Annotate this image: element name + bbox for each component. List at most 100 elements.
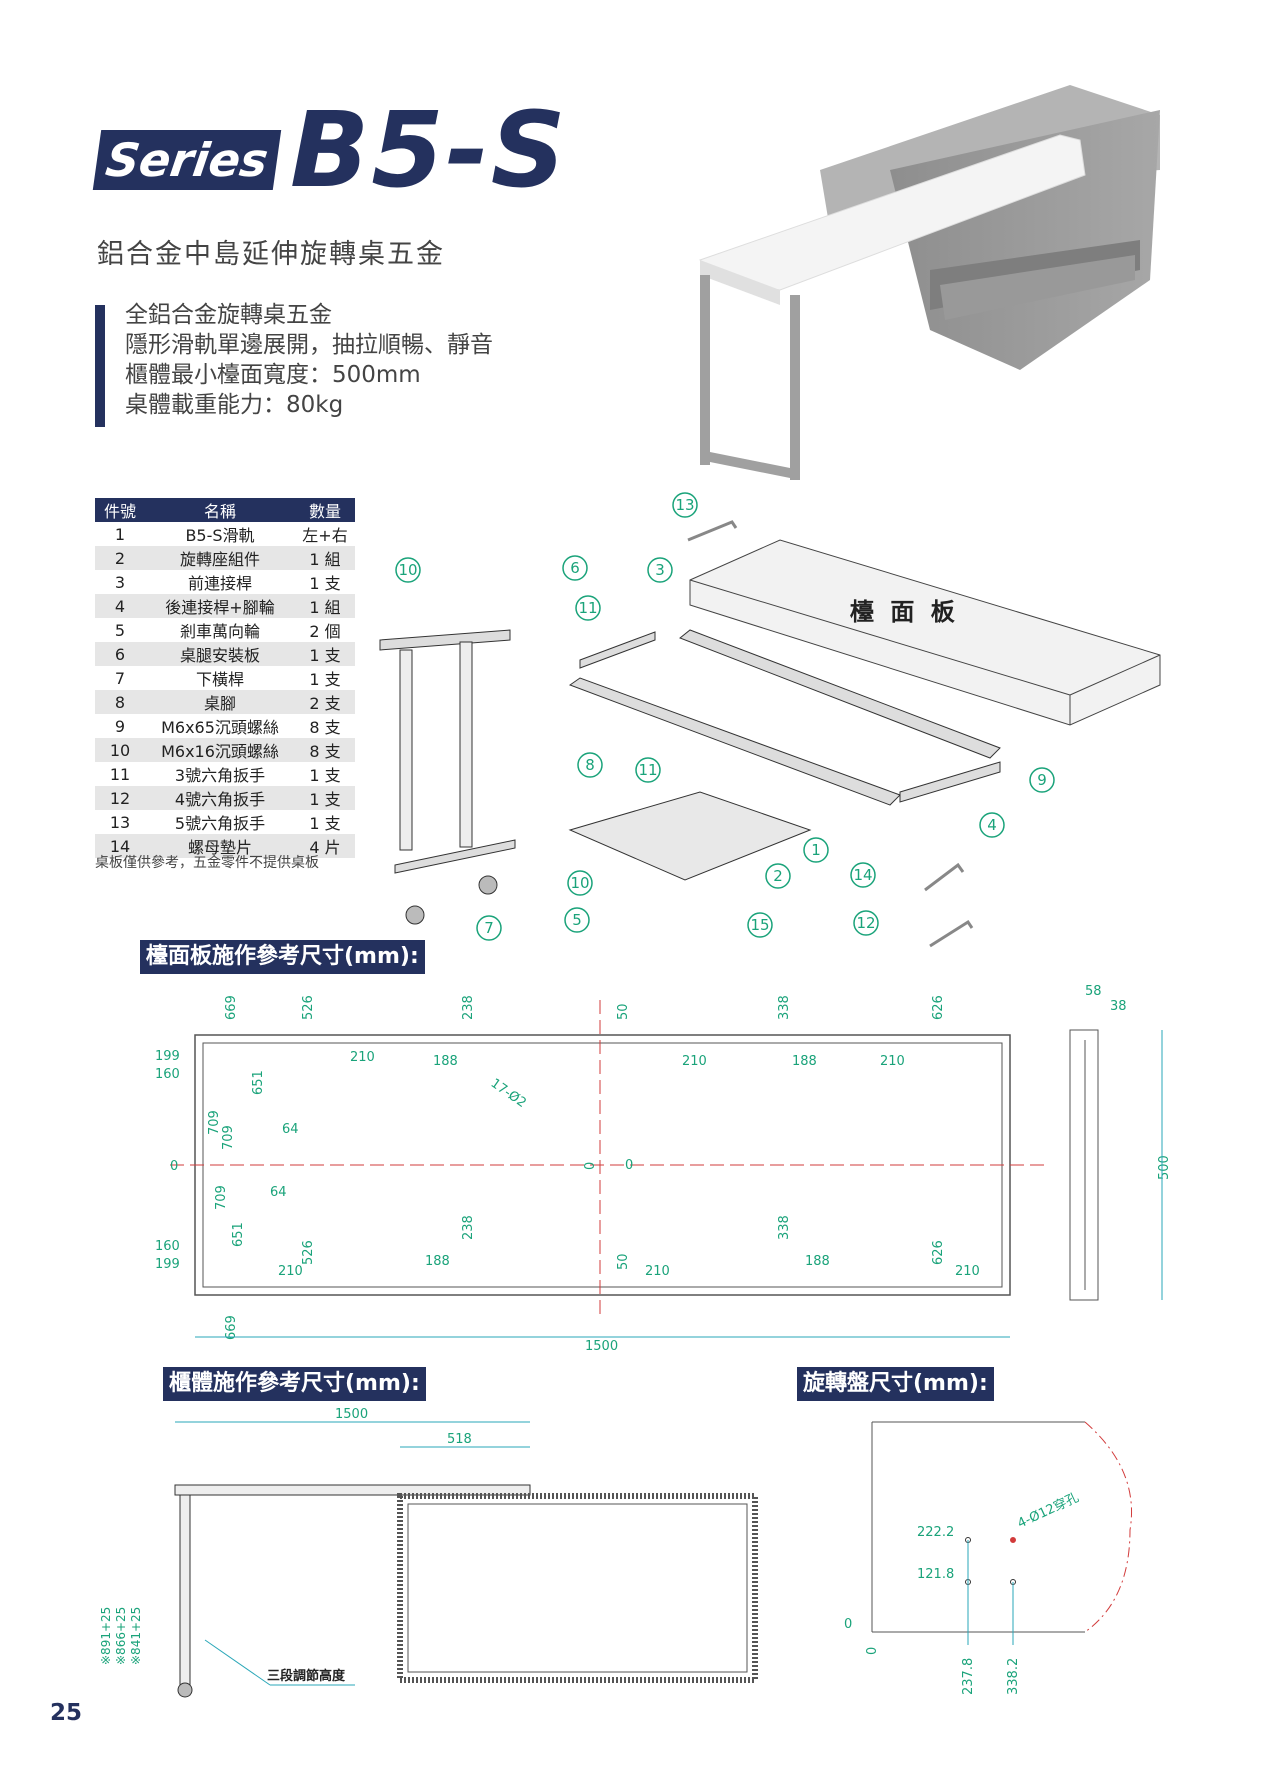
tabletop-label: 檯 面 板 <box>850 598 959 626</box>
dim-label: 669 <box>224 1315 239 1340</box>
dim-label: 0 <box>844 1617 852 1632</box>
dim-label: 1500 <box>335 1407 368 1422</box>
dim-label: 238 <box>461 1215 476 1240</box>
dim-label: 518 <box>447 1432 472 1447</box>
callout-label: 3 <box>655 561 665 579</box>
dim-label: 338.2 <box>1006 1658 1021 1695</box>
dim-label: 651 <box>251 1070 266 1095</box>
dim-label: 199 <box>155 1049 180 1064</box>
height-label: ※841+25 <box>129 1607 143 1665</box>
adjust-note: 三段調節高度 <box>267 1668 346 1684</box>
dim-label: 188 <box>805 1254 830 1269</box>
callout-label: 9 <box>1037 771 1047 789</box>
callout-label: 8 <box>585 756 595 774</box>
model-title: B5-S <box>290 89 568 211</box>
dim-label: 626 <box>931 995 946 1020</box>
dim-label: 222.2 <box>917 1525 954 1540</box>
product-photo <box>699 85 1160 480</box>
series-label: Series <box>92 130 282 190</box>
callout-label: 11 <box>638 761 657 779</box>
dim-label: 669 <box>224 995 239 1020</box>
callout-label: 10 <box>398 561 417 579</box>
dim-label: 500 <box>1157 1155 1172 1180</box>
page-number: 25 <box>50 1700 83 1726</box>
dim-label: 210 <box>350 1050 375 1065</box>
callout-label: 1 <box>811 841 821 859</box>
dim-label: 199 <box>155 1257 180 1272</box>
dim-label: 160 <box>155 1239 180 1254</box>
dim-label: 188 <box>425 1254 450 1269</box>
col-header: 件號 <box>95 498 145 522</box>
callout-label: 6 <box>570 559 580 577</box>
dim-label: 626 <box>931 1240 946 1265</box>
height-label: ※891+25 <box>99 1607 113 1665</box>
dim-label: 709 <box>214 1185 229 1210</box>
hole-note: 17-Ø2 <box>488 1076 529 1111</box>
section-title-tabletop: 檯面板施作參考尺寸(mm): <box>140 940 425 974</box>
hole-note: 4-Ø12穿孔 <box>1015 1489 1081 1531</box>
dim-label: 338 <box>777 1215 792 1240</box>
section-title-swivel: 旋轉盤尺寸(mm): <box>797 1367 994 1401</box>
callout-label: 12 <box>856 914 875 932</box>
dim-label: 38 <box>1110 999 1127 1014</box>
dim-label: 64 <box>270 1185 287 1200</box>
dim-label: 160 <box>155 1067 180 1082</box>
dim-label: 58 <box>1085 984 1102 999</box>
section-title-cabinet: 櫃體施作參考尺寸(mm): <box>163 1367 426 1401</box>
dim-label: 709 <box>207 1110 222 1135</box>
dim-label: 526 <box>301 995 316 1020</box>
product-subtitle: 鋁合金中島延伸旋轉桌五金 <box>97 239 445 270</box>
feature-list: 全鋁合金旋轉桌五金 隱形滑軌單邊展開，抽拉順暢、靜音 櫃體最小檯面寬度：500m… <box>125 300 493 420</box>
callout-label: 15 <box>750 916 769 934</box>
callout-label: 14 <box>853 866 872 884</box>
swivel-dimension-drawing: 222.2 121.8 0 0 237.8 338.2 4-Ø12穿孔 <box>844 1421 1133 1695</box>
dim-label: 338 <box>777 995 792 1020</box>
tabletop-dimension-drawing: 669 526 238 50 338 626 210 188 210 188 2… <box>155 984 1172 1354</box>
feature-item: 隱形滑軌單邊展開，抽拉順暢、靜音 <box>125 332 493 358</box>
col-header: 名稱 <box>145 498 295 522</box>
total-width-label: 1500 <box>585 1339 618 1354</box>
callout-label: 7 <box>484 919 494 937</box>
feature-accent-bar <box>95 305 105 427</box>
callout-label: 5 <box>572 911 582 929</box>
feature-item: 櫃體最小檯面寬度：500mm <box>125 362 421 388</box>
cabinet-dimension-drawing: 1500 518 ※891+25 ※866+25 ※841+25 三段調節高度 <box>99 1407 758 1698</box>
dim-label: 210 <box>278 1264 303 1279</box>
dim-label: 210 <box>955 1264 980 1279</box>
callout-label: 2 <box>773 867 783 885</box>
dim-label: 210 <box>682 1054 707 1069</box>
exploded-diagram: 檯 面 板 13 10 6 3 11 8 11 9 4 1 2 14 10 5 … <box>379 492 1161 948</box>
dim-label: 0 <box>625 1158 633 1173</box>
dim-label: 50 <box>616 1253 631 1270</box>
dim-label: 651 <box>231 1222 246 1247</box>
callout-label: 13 <box>675 496 694 514</box>
dim-label: 0 <box>583 1162 598 1170</box>
dim-label: 64 <box>282 1122 299 1137</box>
dim-label: 526 <box>301 1240 316 1265</box>
dim-label: 0 <box>170 1159 178 1174</box>
dim-label: 121.8 <box>917 1567 954 1582</box>
dim-label: 709 <box>221 1125 236 1150</box>
callout-label: 10 <box>570 874 589 892</box>
dim-label: 238 <box>461 995 476 1020</box>
col-header: 數量 <box>295 498 355 522</box>
dim-label: 210 <box>645 1264 670 1279</box>
callout-label: 4 <box>987 816 997 834</box>
dim-label: 0 <box>865 1647 880 1655</box>
feature-item: 全鋁合金旋轉桌五金 <box>125 302 332 328</box>
height-label: ※866+25 <box>114 1607 128 1665</box>
